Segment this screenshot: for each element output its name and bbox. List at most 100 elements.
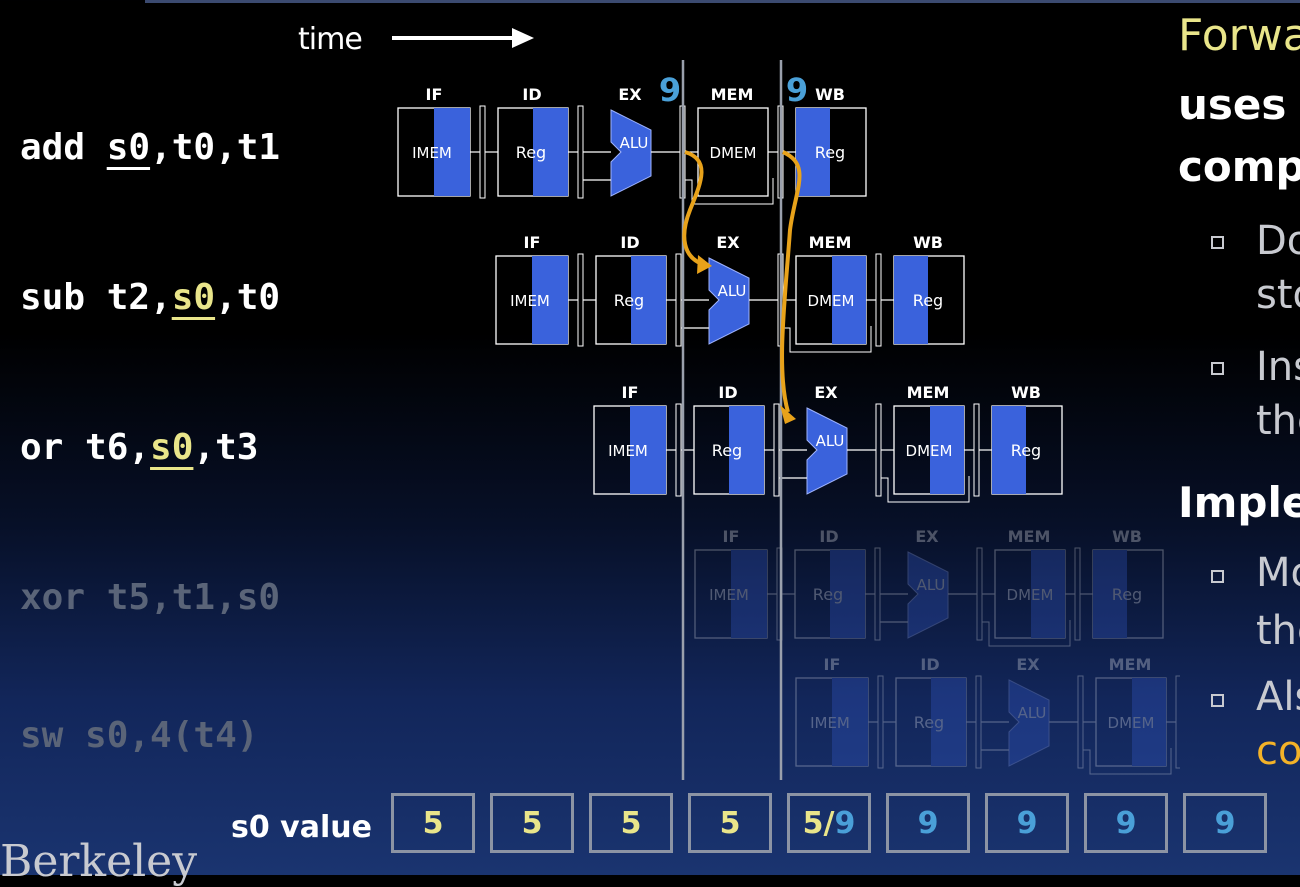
dmem-box — [994, 549, 1066, 639]
src-register-s0: s0 — [150, 427, 194, 468]
stage-label: EX — [814, 383, 838, 402]
s0-value-text: 9 — [1016, 805, 1038, 841]
stage-label: MEM — [1008, 527, 1051, 546]
instruction-add: add s0,t0,t1 — [20, 127, 280, 168]
imem-fill — [731, 550, 767, 638]
imem-box — [694, 549, 768, 639]
stage-label: IF — [524, 233, 541, 252]
stage-label: MEM — [711, 85, 754, 104]
bypass-wire — [881, 476, 970, 503]
instr-text: add — [20, 127, 107, 168]
dmem-label: DMEM — [1108, 714, 1155, 732]
slide-line-1: uses — [1178, 80, 1287, 129]
s0-value-text: 9 — [1214, 805, 1236, 841]
bullet-text: co — [1256, 728, 1300, 774]
imem-fill — [832, 678, 868, 766]
stage-label: MEM — [907, 383, 950, 402]
time-label: time — [298, 22, 363, 57]
bullet-text: the — [1256, 398, 1300, 444]
src-register-s0: s0 — [171, 277, 216, 318]
pipeline-register-bar — [875, 253, 882, 347]
imem-label: IMEM — [510, 292, 550, 310]
bullet-text: sto — [1256, 272, 1300, 318]
instruction-sub: sub t2,s0,t0 — [20, 277, 280, 318]
s0-value-cell: 9 — [886, 793, 970, 853]
instr-text: sub t2, — [20, 277, 172, 318]
imem-box — [795, 677, 869, 767]
forwarding-arrowhead-icon — [780, 405, 796, 424]
dmem-label: DMEM — [1007, 586, 1054, 604]
pipeline-register-bar — [875, 403, 882, 497]
s0-value-cell: 5 — [688, 793, 772, 853]
s0-value-text: 5 — [620, 805, 642, 841]
bullet-text: the — [1256, 608, 1300, 654]
bullet-icon — [1211, 570, 1224, 583]
alu-shape — [708, 257, 750, 345]
bullet-text: Ins — [1256, 344, 1300, 390]
reg-read-fill — [729, 406, 764, 494]
stage-label: EX — [716, 233, 740, 252]
s0-value-text: 9 — [917, 805, 939, 841]
forwarding-arrow-1 — [682, 150, 706, 267]
s0-value-text: 5 — [719, 805, 741, 841]
instr-text: ,t3 — [193, 427, 259, 468]
alu-label: ALU — [620, 134, 649, 152]
reg-read-fill — [533, 108, 568, 196]
stage-label: WB — [1011, 383, 1041, 402]
alu-shape — [1008, 679, 1050, 767]
reg-read-fill — [830, 550, 865, 638]
pipeline-register-bar — [874, 547, 881, 641]
s0-value-text: 9 — [834, 805, 856, 841]
alu-label: ALU — [718, 282, 747, 300]
pipeline-register-bar — [975, 675, 982, 769]
stage-label: WB — [1112, 527, 1142, 546]
pipeline-register-bar — [675, 253, 682, 347]
instr-text: or t6, — [20, 427, 151, 468]
pipeline-register-bar — [773, 403, 780, 497]
pipeline-register-bar — [675, 403, 682, 497]
forward-value-mem: 9 — [786, 71, 808, 109]
reg-read-label: Reg — [712, 441, 742, 460]
alu-shape — [907, 551, 949, 639]
stage-label: IF — [426, 85, 443, 104]
alu-shape — [610, 109, 652, 197]
imem-label: IMEM — [412, 144, 452, 162]
stage-label: EX — [618, 85, 642, 104]
time-arrow-icon — [392, 28, 534, 48]
reg-write-box — [1092, 549, 1164, 639]
alu-label: ALU — [816, 432, 845, 450]
bypass-wire — [982, 620, 1071, 647]
bypass-wire — [1083, 748, 1172, 775]
bullet-icon — [1211, 362, 1224, 375]
dmem-fill — [1031, 550, 1065, 638]
imem-label: IMEM — [608, 442, 648, 460]
stage-label: IF — [723, 527, 740, 546]
s0-value-cell: 9 — [985, 793, 1069, 853]
slide-line-2: comp — [1178, 142, 1300, 191]
instruction-sw: sw s0,4(t4) — [20, 715, 259, 756]
top-border-line — [145, 0, 1300, 3]
s0-value-label: s0 value — [231, 810, 372, 845]
dmem-label: DMEM — [710, 144, 757, 162]
slide-heading-2: Imple — [1178, 478, 1300, 527]
dmem-fill — [930, 406, 964, 494]
stage-label: MEM — [1109, 655, 1152, 674]
imem-label: IMEM — [810, 714, 850, 732]
reg-read-label: Reg — [914, 713, 944, 732]
bullet-icon — [1211, 236, 1224, 249]
bullet-text: Do — [1256, 218, 1300, 264]
bullet-icon — [1211, 694, 1224, 707]
stage-label: ID — [620, 233, 639, 252]
s0-value-cell: 5 — [490, 793, 574, 853]
reg-read-label: Reg — [614, 291, 644, 310]
dest-register-s0: s0 — [106, 127, 151, 168]
stage-label: IF — [824, 655, 841, 674]
alu-shape — [806, 407, 848, 495]
pipeline-register-bar — [577, 105, 584, 199]
pipeline-register-bar — [1077, 675, 1084, 769]
instruction-xor: xor t5,t1,s0 — [20, 577, 281, 618]
